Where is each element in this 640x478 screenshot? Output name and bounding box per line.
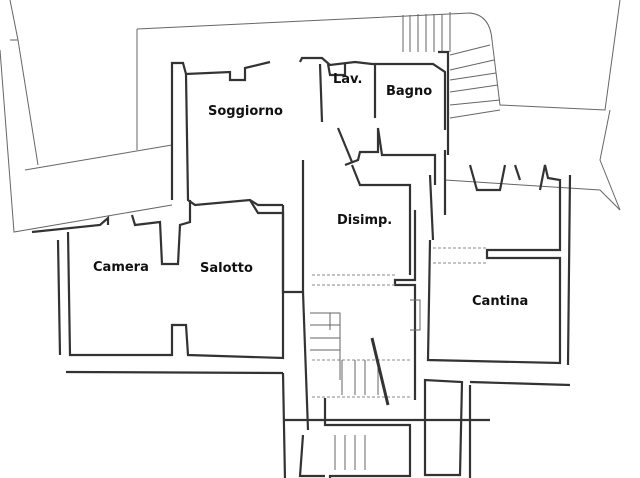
room-label-bagno: Bagno (386, 84, 433, 99)
walls-camera-salotto (31, 160, 305, 375)
walls-central (281, 210, 421, 478)
walls-cantina (285, 164, 572, 478)
stair-upper (402, 12, 501, 119)
room-label-camera: Camera (93, 260, 149, 275)
outer-boundary-lines (0, 0, 621, 233)
walls-upper-block (170, 50, 450, 275)
room-label-lav: Lav. (333, 72, 363, 87)
room-label-salotto: Salotto (200, 261, 253, 276)
room-label-disimp: Disimp. (337, 213, 393, 228)
room-label-cantina: Cantina (472, 294, 529, 309)
room-label-soggiorno: Soggiorno (208, 104, 283, 119)
